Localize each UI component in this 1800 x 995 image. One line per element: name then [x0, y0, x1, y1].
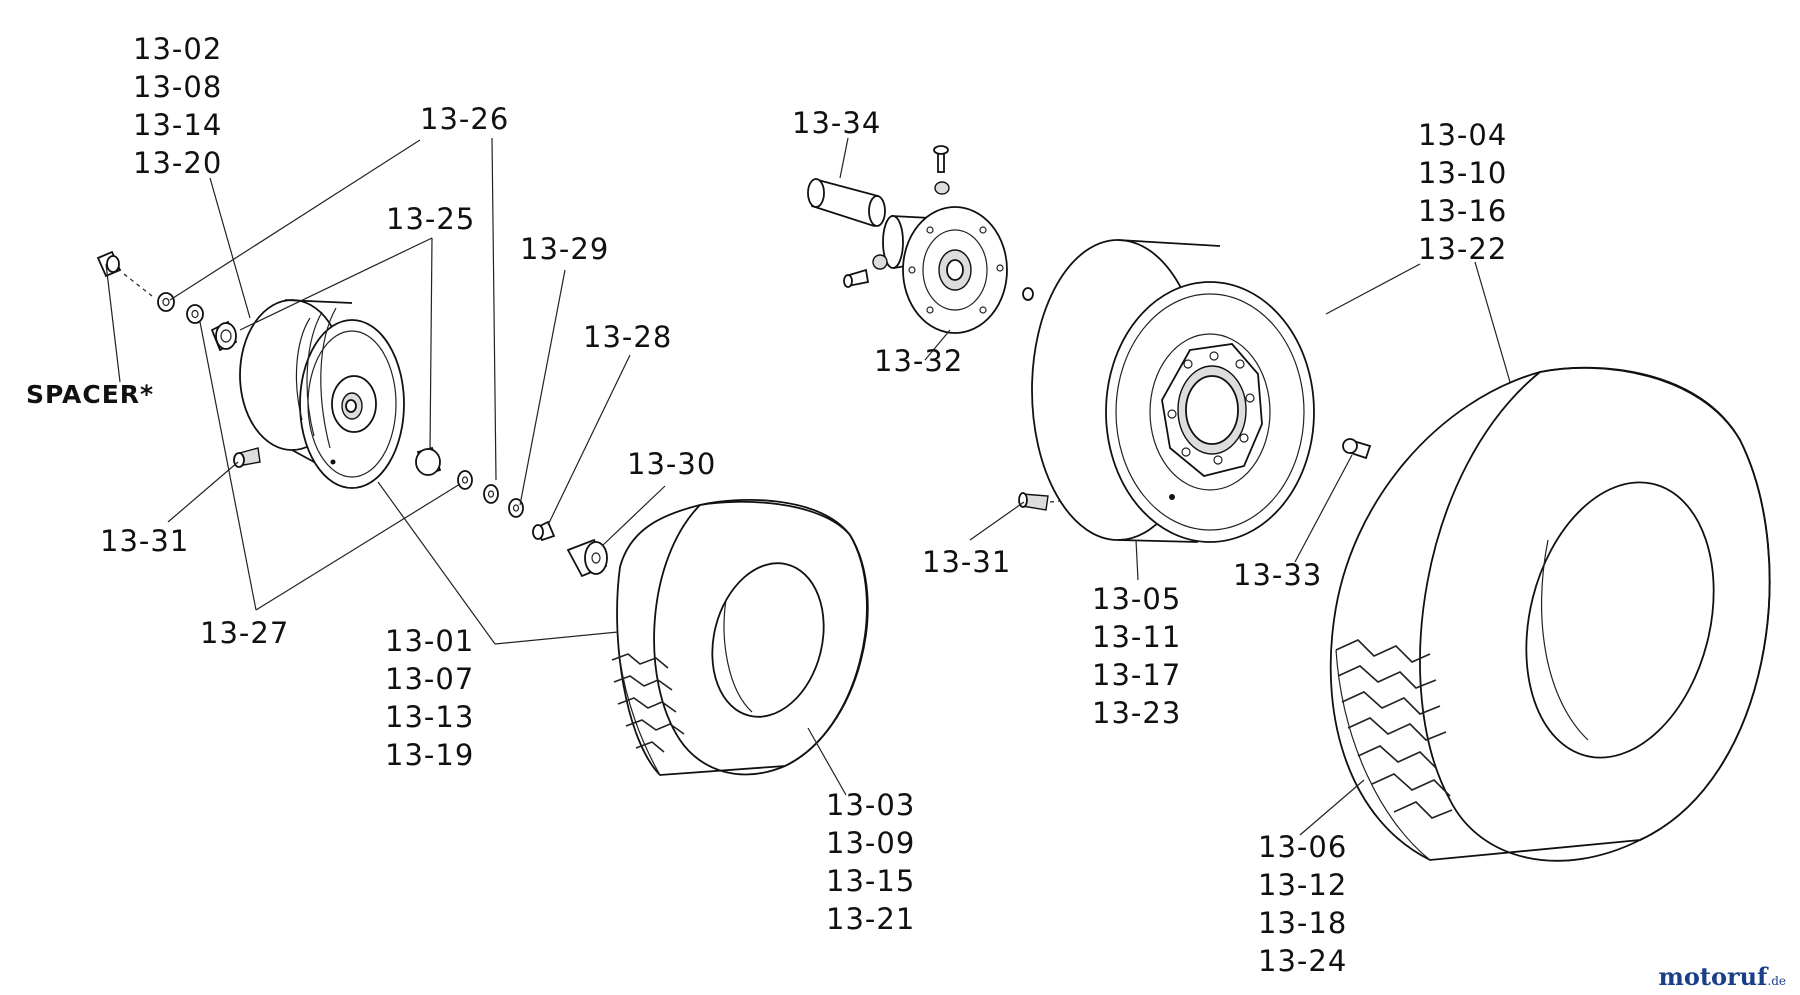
label-code: 13-15: [826, 864, 916, 898]
label-code: 13-16: [1418, 194, 1508, 228]
label-bushing: 13-27: [200, 616, 290, 650]
washers-stack: [457, 470, 524, 518]
label-rim-rear-top-codes: 13-04 13-10 13-16 13-22: [1418, 116, 1507, 268]
label-bearing: 13-25: [386, 202, 476, 236]
label-code: 13-11: [1092, 620, 1182, 654]
label-code: 13-08: [133, 70, 223, 104]
label-code: 13-23: [1092, 696, 1182, 730]
label-code: 13-22: [1418, 232, 1508, 266]
watermark-suffix: .de: [1767, 974, 1786, 988]
label-code: 13-09: [826, 826, 916, 860]
label-valve-rear: 13-31: [922, 545, 1012, 579]
spacer-part: [96, 250, 153, 297]
label-rim-front-codes: 13-02 13-08 13-14 13-20: [133, 30, 222, 182]
front-rim: [239, 299, 405, 489]
label-code: 13-24: [1258, 944, 1348, 978]
label-code: 13-06: [1258, 830, 1348, 864]
label-valve-front: 13-31: [100, 524, 190, 558]
label-code: 13-04: [1418, 118, 1508, 152]
label-washer-mid: 13-29: [520, 232, 610, 266]
label-code: 13-01: [385, 624, 475, 658]
watermark-brand: motoruf: [1658, 962, 1768, 991]
washer-small: [157, 292, 204, 324]
label-code: 13-17: [1092, 658, 1182, 692]
valve-stem-front: [233, 447, 261, 468]
label-code: 13-03: [826, 788, 916, 822]
label-bolt-rear: 13-33: [1233, 558, 1323, 592]
hub-bolt-top: [933, 145, 950, 195]
label-code: 13-12: [1258, 868, 1348, 902]
label-code: 13-19: [385, 738, 475, 772]
bushing-part: [210, 320, 238, 352]
label-code: 13-21: [826, 902, 916, 936]
label-spacer: SPACER*: [26, 380, 155, 409]
label-wheel-front-codes: 13-01 13-07 13-13 13-19: [385, 622, 474, 774]
label-code: 13-14: [133, 108, 223, 142]
hub-bolt-side: [843, 254, 1034, 301]
hub-part: [882, 206, 1008, 334]
bolt-front: [532, 520, 556, 542]
label-tire-front-codes: 13-03 13-09 13-15 13-21: [826, 786, 915, 938]
label-code: 13-02: [133, 32, 223, 66]
label-code: 13-10: [1418, 156, 1508, 190]
label-cap-front: 13-30: [627, 447, 717, 481]
bearing-part: [415, 446, 442, 476]
front-tire: [611, 499, 869, 776]
label-hub-sleeve: 13-34: [792, 106, 882, 140]
label-code: 13-13: [385, 700, 475, 734]
label-bolt-front: 13-28: [583, 320, 673, 354]
label-tire-rear-codes: 13-06 13-12 13-18 13-24: [1258, 828, 1347, 980]
label-code: 13-18: [1258, 906, 1348, 940]
label-code: 13-07: [385, 662, 475, 696]
leader-lines: [105, 137, 1511, 836]
label-code: 13-20: [133, 146, 223, 180]
label-code: 13-05: [1092, 582, 1182, 616]
label-washer-top: 13-26: [420, 102, 510, 136]
watermark-logo: motoruf.de: [1658, 962, 1786, 991]
rear-rim: [1031, 239, 1315, 543]
label-hub: 13-32: [874, 344, 964, 378]
hub-sleeve: [807, 178, 886, 228]
hub-cap-front: [566, 538, 608, 578]
label-rim-rear-codes: 13-05 13-11 13-17 13-23: [1092, 580, 1181, 732]
rear-tire: [1329, 366, 1771, 862]
rear-bolt: [1342, 438, 1372, 460]
